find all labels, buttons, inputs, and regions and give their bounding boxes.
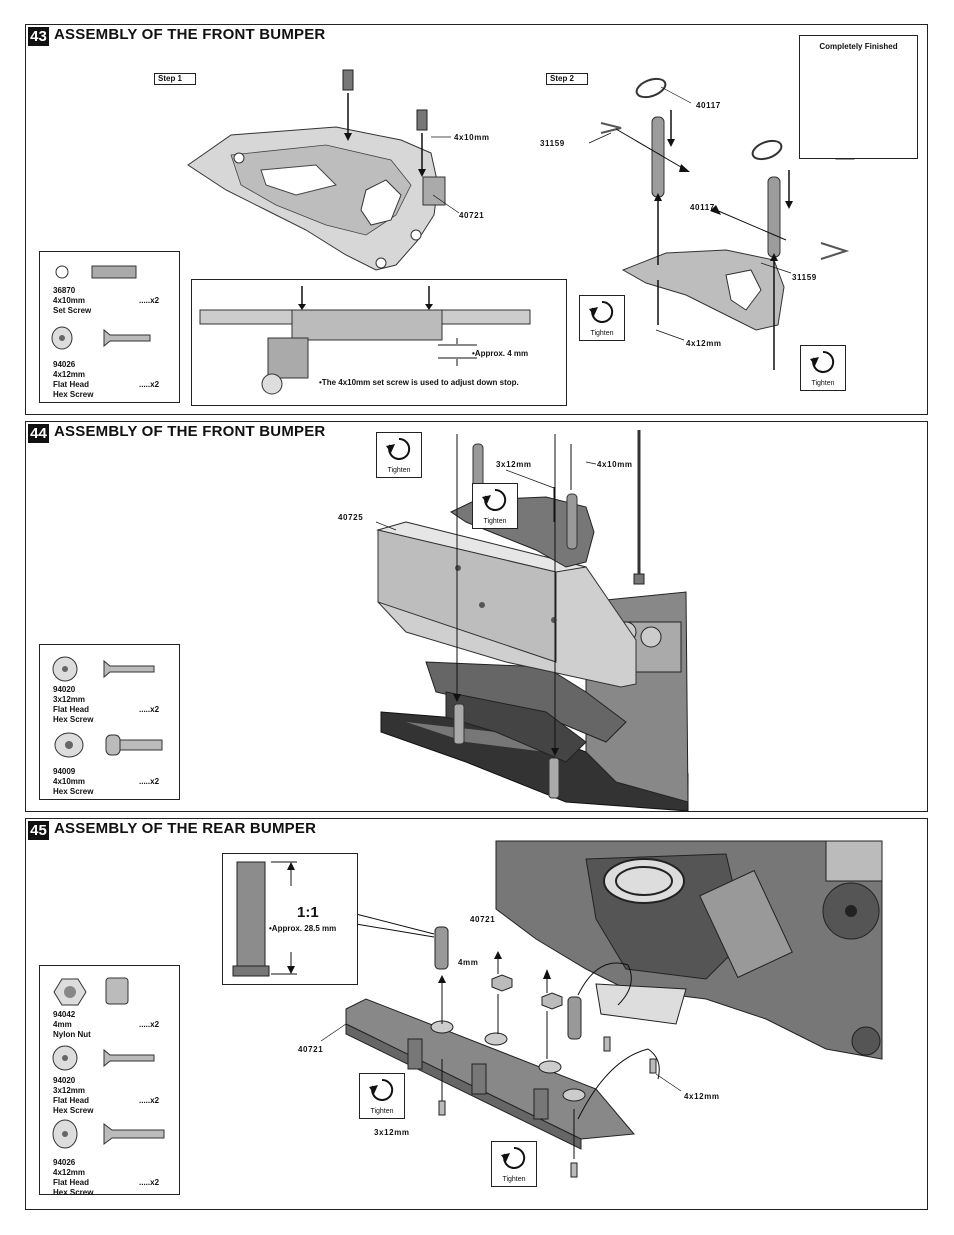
step-title: ASSEMBLY OF THE FRONT BUMPER (54, 26, 326, 43)
hardware-item: 94042 4mm Nylon Nut .....x2 (53, 1010, 160, 1039)
label-31159-left: 31159 (540, 139, 565, 148)
label-40721-top: 40721 (470, 915, 496, 924)
rotate-arrow-icon (369, 1078, 394, 1101)
completely-finished-box: Completely Finished (799, 35, 918, 159)
post-detail-box: 1:1 •Approx. 28.5 mm (222, 853, 358, 985)
tighten-badge: Tighten (359, 1073, 405, 1119)
post-scale-illustration (232, 861, 297, 977)
step-1-label: Step 1 (154, 73, 196, 85)
step-number: 45 (28, 821, 49, 840)
tighten-badge: Tighten (376, 432, 422, 478)
hardware-item: 36870 4x10mm Set Screw .....x2 (53, 286, 160, 315)
set-screw-note: •The 4x10mm set screw is used to adjust … (319, 378, 519, 387)
hardware-box: 94042 4mm Nylon Nut .....x2 94020 3x12mm… (39, 965, 180, 1197)
step-title: ASSEMBLY OF THE REAR BUMPER (54, 820, 317, 837)
front-upper-plate-illustration (187, 69, 917, 370)
label-40117-top: 40117 (696, 101, 721, 110)
detail-box: •Approx. 4 mm •The 4x10mm set screw is u… (191, 279, 567, 406)
rear-bumper-illustration (320, 840, 883, 1178)
step-2-label: Step 2 (546, 73, 588, 85)
label-40721-left: 40721 (298, 1045, 324, 1054)
label-4mm: 4mm (458, 958, 479, 967)
tighten-badge: Tighten (491, 1141, 537, 1187)
tighten-badge: Tighten (579, 295, 625, 341)
hardware-item: 94026 4x12mm Flat Head Hex Screw .....x2 (53, 360, 160, 399)
step-number: 44 (28, 424, 49, 443)
scale-1-1: 1:1 (297, 904, 319, 921)
step-44-panel: 44 ASSEMBLY OF THE FRONT BUMPER (25, 421, 928, 812)
rotate-arrow-icon (589, 300, 614, 323)
tighten-badge: Tighten (800, 345, 846, 391)
label-4x12mm: 4x12mm (684, 1092, 720, 1101)
label-40725: 40725 (338, 513, 364, 522)
approx-28-5mm: •Approx. 28.5 mm (269, 924, 337, 933)
rotate-arrow-icon (386, 437, 411, 460)
hardware-box: 94020 3x12mm Flat Head Hex Screw .....x2… (39, 644, 180, 800)
step-45-panel: 45 ASSEMBLY OF THE REAR BUMPER (25, 818, 928, 1210)
hardware-item: 94020 3x12mm Flat Head Hex Screw .....x2 (53, 1076, 160, 1115)
hardware-item: 94020 3x12mm Flat Head Hex Screw .....x2 (53, 685, 160, 724)
rotate-arrow-icon (810, 350, 835, 373)
hardware-item: 94026 4x12mm Flat Head Hex Screw .....x2 (53, 1158, 160, 1197)
hardware-icons (51, 265, 151, 350)
label-31159-right: 31159 (792, 273, 817, 282)
label-40721: 40721 (459, 211, 485, 220)
hardware-icons (52, 977, 165, 1149)
step-title: ASSEMBLY OF THE FRONT BUMPER (54, 423, 326, 440)
hardware-icons (52, 656, 163, 758)
approx-4mm: •Approx. 4 mm (472, 349, 529, 358)
front-bumper-illustration (375, 430, 689, 811)
label-40117-mid: 40117 (690, 203, 715, 212)
detail-illustration (199, 286, 531, 395)
tighten-badge: Tighten (472, 483, 518, 529)
rotate-arrow-icon (501, 1146, 526, 1169)
hardware-item: 94009 4x10mm Hex Screw .....x2 (53, 767, 160, 796)
completely-finished-label: Completely Finished (819, 42, 898, 51)
hardware-box: 36870 4x10mm Set Screw .....x2 94026 4x1… (39, 251, 180, 403)
rotate-arrow-icon (482, 488, 507, 511)
label-4x12mm: 4x12mm (686, 339, 722, 348)
label-4x10mm: 4x10mm (597, 460, 633, 469)
label-3x12mm: 3x12mm (374, 1128, 410, 1137)
label-3x12mm: 3x12mm (496, 460, 532, 469)
step-43-panel: 43 ASSEMBLY OF THE FRONT BUMPER (25, 24, 928, 415)
step-number: 43 (28, 27, 49, 46)
label-4x10mm: 4x10mm (454, 133, 490, 142)
